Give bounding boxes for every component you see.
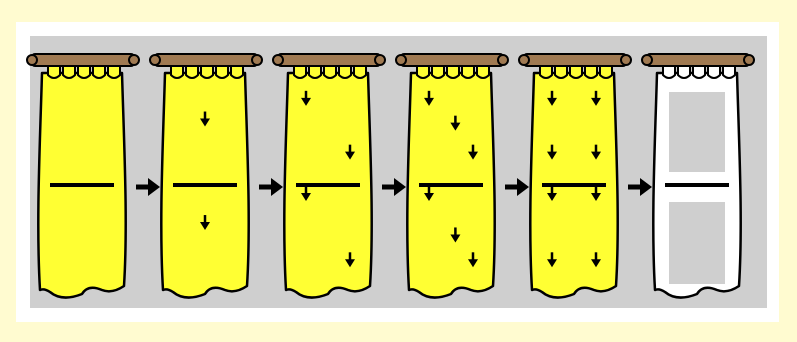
rod-end-left: [27, 55, 37, 65]
rod-end-right: [498, 55, 508, 65]
rod-end-right: [375, 55, 385, 65]
rod-end-right: [744, 55, 754, 65]
curtain-step-2: [150, 54, 283, 298]
curtain-step-4: [396, 54, 529, 298]
curtain-step-1: [27, 54, 160, 298]
curtain-rod: [647, 54, 749, 66]
window-pane-top: [669, 92, 725, 172]
step-arrow-head: [640, 178, 652, 196]
rod-end-right: [129, 55, 139, 65]
rod-end-left: [150, 55, 160, 65]
rod-end-right: [252, 55, 262, 65]
step-arrow-head: [271, 178, 283, 196]
step-arrow-head: [394, 178, 406, 196]
rod-end-left: [519, 55, 529, 65]
step-arrow-head: [148, 178, 160, 196]
curtain-rod: [524, 54, 626, 66]
curtain-rod: [32, 54, 134, 66]
curtain-rod: [155, 54, 257, 66]
curtain-step-5: [519, 54, 652, 298]
curtain-rod: [401, 54, 503, 66]
window-pane-bottom: [669, 202, 725, 284]
rod-end-right: [621, 55, 631, 65]
rod-end-left: [642, 55, 652, 65]
rod-end-left: [273, 55, 283, 65]
rod-end-left: [396, 55, 406, 65]
curtain-step-3: [273, 54, 406, 298]
step-arrow-head: [517, 178, 529, 196]
curtain-rod: [278, 54, 380, 66]
curtain-step-6: [642, 54, 754, 298]
